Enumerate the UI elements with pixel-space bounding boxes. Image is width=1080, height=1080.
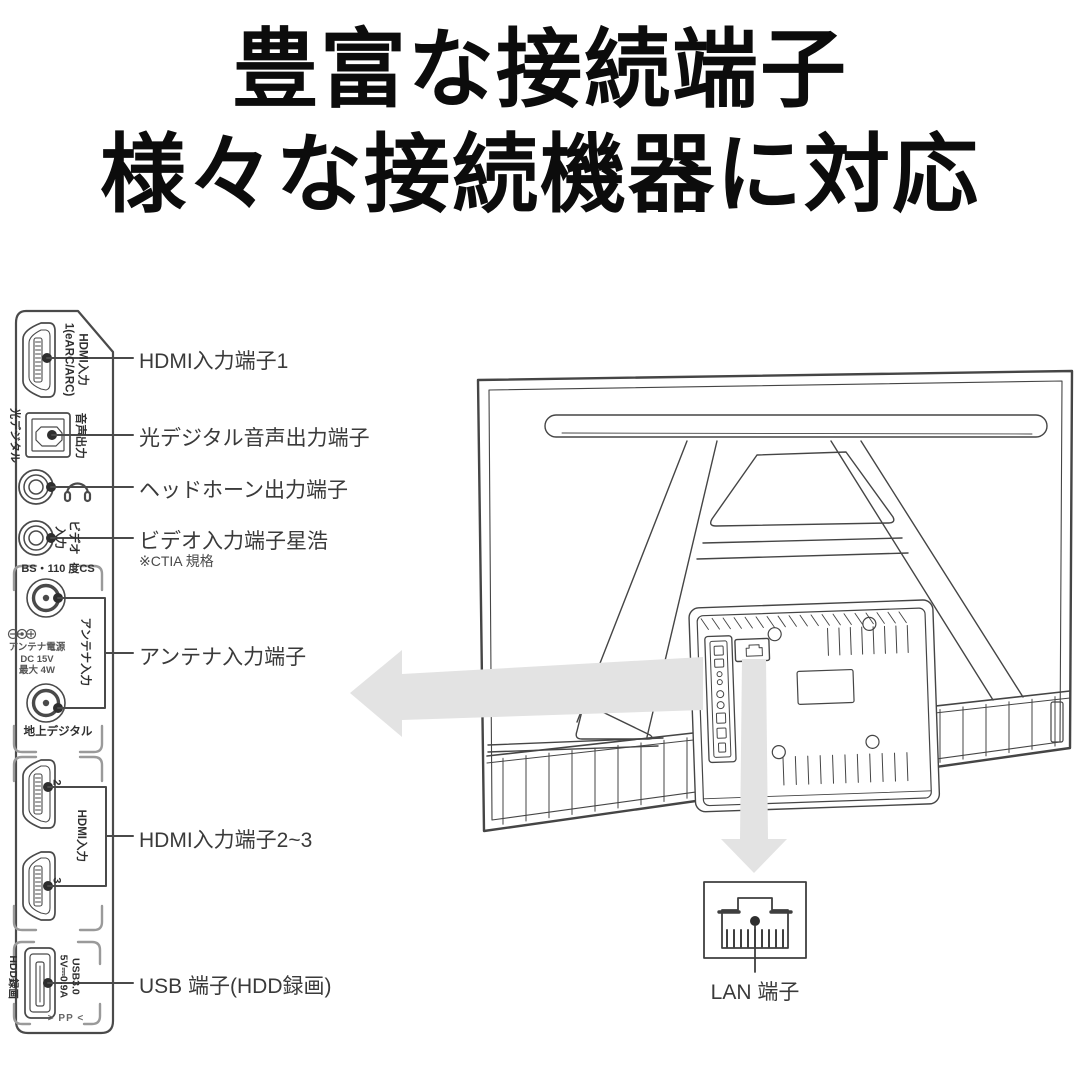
screw-hole: [767, 627, 782, 642]
panel-text-hdmi2-number: 2: [50, 779, 63, 786]
label-antenna: アンテナ入力端子: [139, 646, 307, 669]
antenna-section-bracket: [12, 564, 104, 754]
hdmi23-section-bracket: [12, 755, 104, 932]
panel-text-antenna-in: アンテナ入力: [78, 617, 91, 687]
label-video-note: ※CTIA 規格: [139, 553, 214, 569]
label-headphone: ヘッドホーン出力端子: [139, 479, 348, 502]
title-line-2: 様々な接続機器に対応: [100, 126, 980, 223]
panel-vents-top: [827, 625, 909, 656]
label-usb: USB 端子(HDD録画): [139, 975, 332, 998]
panel-text-terrestrial: 地上デジタル: [23, 726, 93, 738]
title-line-1: 豊富な接続端子: [232, 22, 848, 118]
label-hdmi1: HDMI入力端子1: [139, 350, 289, 373]
panel-text-hdmi3-number: 3: [50, 877, 63, 884]
headphone-icon: [63, 482, 92, 503]
hdmi3-port-icon: [22, 851, 56, 921]
panel-text-optical-io: 音声出力: [73, 412, 86, 459]
label-optical: 光デジタル音声出力端子: [139, 427, 370, 450]
screw-hole: [865, 734, 880, 749]
panel-text-hdmi23: HDMI入力: [74, 809, 87, 862]
page-title: 豊富な接続端子 様々な接続機器に対応: [0, 18, 1080, 228]
tv-stand-frame: [487, 414, 1048, 753]
label-lan: LAN 端子: [710, 981, 800, 1004]
rating-label-plate: [796, 668, 855, 705]
hdmi2-port-icon: [22, 759, 56, 829]
side-panel: [7, 309, 134, 1035]
screw-hole: [862, 616, 877, 631]
panel-text-bs-cs: BS・110 度CS: [21, 563, 95, 575]
usb-section-bracket: [12, 940, 102, 1026]
lan-port-icon: [703, 881, 807, 973]
tv-connection-panel: [688, 599, 941, 813]
antenna-power-icon: [7, 628, 37, 640]
arrow-down: [721, 659, 787, 873]
arrow-left: [350, 650, 703, 737]
tv-port-strip: [704, 635, 737, 764]
terrestrial-coax-icon: [26, 683, 66, 723]
panel-text-video: ビデオ 入力: [54, 520, 80, 555]
label-video: ビデオ入力端子星浩: [139, 530, 328, 553]
callout-bracket-antenna: [57, 597, 134, 709]
callout-dot-lan: [750, 916, 760, 926]
screw-hole: [771, 745, 786, 760]
callout-bracket-hdmi23: [47, 786, 134, 887]
panel-top-hatch: [700, 611, 907, 630]
panel-text-antenna-power: アンテナ電源 DC 15V 最大 4W: [8, 642, 66, 676]
tv-back-view: [476, 369, 1074, 833]
label-hdmi23: HDMI入力端子2~3: [139, 829, 313, 852]
panel-text-pp: > PP <: [47, 1013, 85, 1024]
hdmi1-port-icon: [22, 322, 56, 398]
panel-text-usb-rec: HDD録画: [7, 955, 20, 1000]
panel-text-optical-type: 光デジタル: [8, 408, 21, 463]
panel-text-hdmi1: HDMI入力 1(eARC/ARC): [63, 322, 89, 397]
panel-text-usb-spec: USB3.0 5V⎓0.9A: [57, 954, 82, 999]
panel-vents-bottom: [782, 752, 909, 786]
